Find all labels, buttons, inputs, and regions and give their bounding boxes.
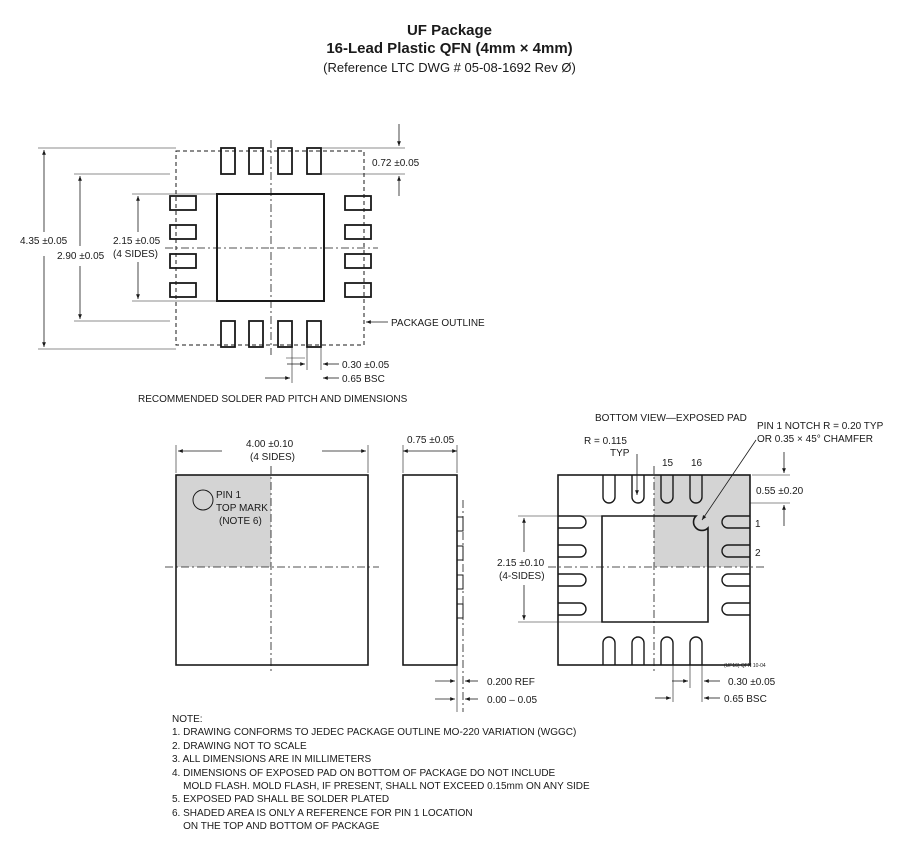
exposed-pad [216,193,325,302]
solder-pad [220,147,236,175]
dim-lead-length: 0.72 ±0.05 [372,158,420,169]
note-line: 3. ALL DIMENSIONS ARE IN MILLIMETERS [172,754,372,766]
exposed-pad [601,515,709,623]
pin1-label: PIN 1 [216,490,241,501]
solder-pad [344,195,372,211]
solder-pad [169,224,197,240]
side-lead [456,603,464,619]
pin-number: 2 [755,548,761,559]
notes-heading: NOTE: [172,714,203,725]
dim-standoff: 0.00 – 0.05 [487,695,537,706]
solder-pad [344,224,372,240]
solder-pad [220,320,236,348]
side-view-labels: 0.75 ±0.05 0.200 REF 0.00 – 0.05 [407,435,537,706]
note-line: 2. DRAWING NOT TO SCALE [172,740,307,752]
dim-inner: 2.90 ±0.05 [57,251,105,262]
bottom-leads-left [558,515,587,616]
pin1-shaded-area [176,475,271,567]
dim-ref: 0.200 REF [487,677,535,688]
solder-pad [169,253,197,269]
bottom-leads-bottom [602,636,703,665]
dim-lead-length: 0.55 ±0.20 [756,486,804,497]
solder-pad [277,147,293,175]
pin-number: 16 [691,458,703,469]
top-view [165,445,379,672]
radius-label: TYP [610,448,630,459]
solder-pad-caption: RECOMMENDED SOLDER PAD PITCH AND DIMENSI… [138,394,408,405]
package-outline-label: PACKAGE OUTLINE [391,318,485,329]
dim-outer: 4.35 ±0.05 [20,236,68,247]
reference-drawing: (Reference LTC DWG # 05-08-1692 Rev Ø) [323,60,576,75]
top-view-body [175,474,369,666]
side-view-body [402,474,458,666]
dim-pad-sides: (4 SIDES) [113,249,158,260]
pin1-shaded-area [654,475,750,567]
dim-pad-size: 2.15 ±0.05 [113,236,161,247]
note-line: 6. SHADED AREA IS ONLY A REFERENCE FOR P… [172,807,473,819]
pin1-label: TOP MARK [216,503,268,514]
side-view [402,445,478,712]
solder-pad [344,282,372,298]
pin1-label: (NOTE 6) [219,516,262,527]
bottom-view-caption: BOTTOM VIEW—EXPOSED PAD [595,413,747,424]
solder-pad [169,195,197,211]
dim-pitch: 0.65 BSC [342,374,385,385]
side-lead [456,574,464,590]
solder-pad-view [38,124,405,383]
note-line: MOLD FLASH. MOLD FLASH, IF PRESENT, SHAL… [172,781,590,793]
page-title: UF Package [406,22,493,39]
bottom-leads-top [602,475,703,504]
bottom-view-labels: BOTTOM VIEW—EXPOSED PAD PIN 1 NOTCH R = … [497,413,884,705]
solder-pad [169,282,197,298]
page-subtitle: 16-Lead Plastic QFN (4mm × 4mm) [326,40,573,57]
dim-pitch: 0.65 BSC [724,694,767,705]
bottom-leads-right [721,515,750,616]
note-line: ON THE TOP AND BOTTOM OF PACKAGE [172,821,380,833]
dim-height: 0.75 ±0.05 [407,435,455,446]
top-view-labels: 4.00 ±0.10 (4 SIDES) PIN 1 TOP MARK (NOT… [216,439,295,527]
dim-pad-sides: (4-SIDES) [499,571,545,582]
solder-pad [277,320,293,348]
dim-sides: (4 SIDES) [250,452,295,463]
radius-label: R = 0.115 [584,436,627,447]
notes: NOTE: 1. DRAWING CONFORMS TO JEDEC PACKA… [172,713,590,834]
pin-number: 15 [662,458,674,469]
solder-pad-labels: 4.35 ±0.05 2.90 ±0.05 2.15 ±0.05 (4 SIDE… [20,158,485,405]
solder-pad [248,147,264,175]
solder-pad [306,320,322,348]
notch-label: OR 0.35 × 45° CHAMFER [757,434,873,445]
dim-pad: 2.15 ±0.10 [497,558,545,569]
pin1-mark-icon [192,489,214,511]
notch-label: PIN 1 NOTCH R = 0.20 TYP [757,421,884,432]
solder-pad [248,320,264,348]
note-line: 4. DIMENSIONS OF EXPOSED PAD ON BOTTOM O… [172,767,556,779]
dim-width: 4.00 ±0.10 [246,439,294,450]
solder-pad [344,253,372,269]
solder-pad [306,147,322,175]
bottom-view [518,439,790,702]
side-lead [456,516,464,532]
drawing-id: (UF16) QFN 10-04 [724,663,766,669]
dim-lead-width: 0.30 ±0.05 [728,677,776,688]
pin-number: 1 [755,519,761,530]
note-line: 1. DRAWING CONFORMS TO JEDEC PACKAGE OUT… [172,727,577,739]
dim-lead-width: 0.30 ±0.05 [342,360,390,371]
side-lead [456,545,464,561]
note-line: 5. EXPOSED PAD SHALL BE SOLDER PLATED [172,794,390,806]
